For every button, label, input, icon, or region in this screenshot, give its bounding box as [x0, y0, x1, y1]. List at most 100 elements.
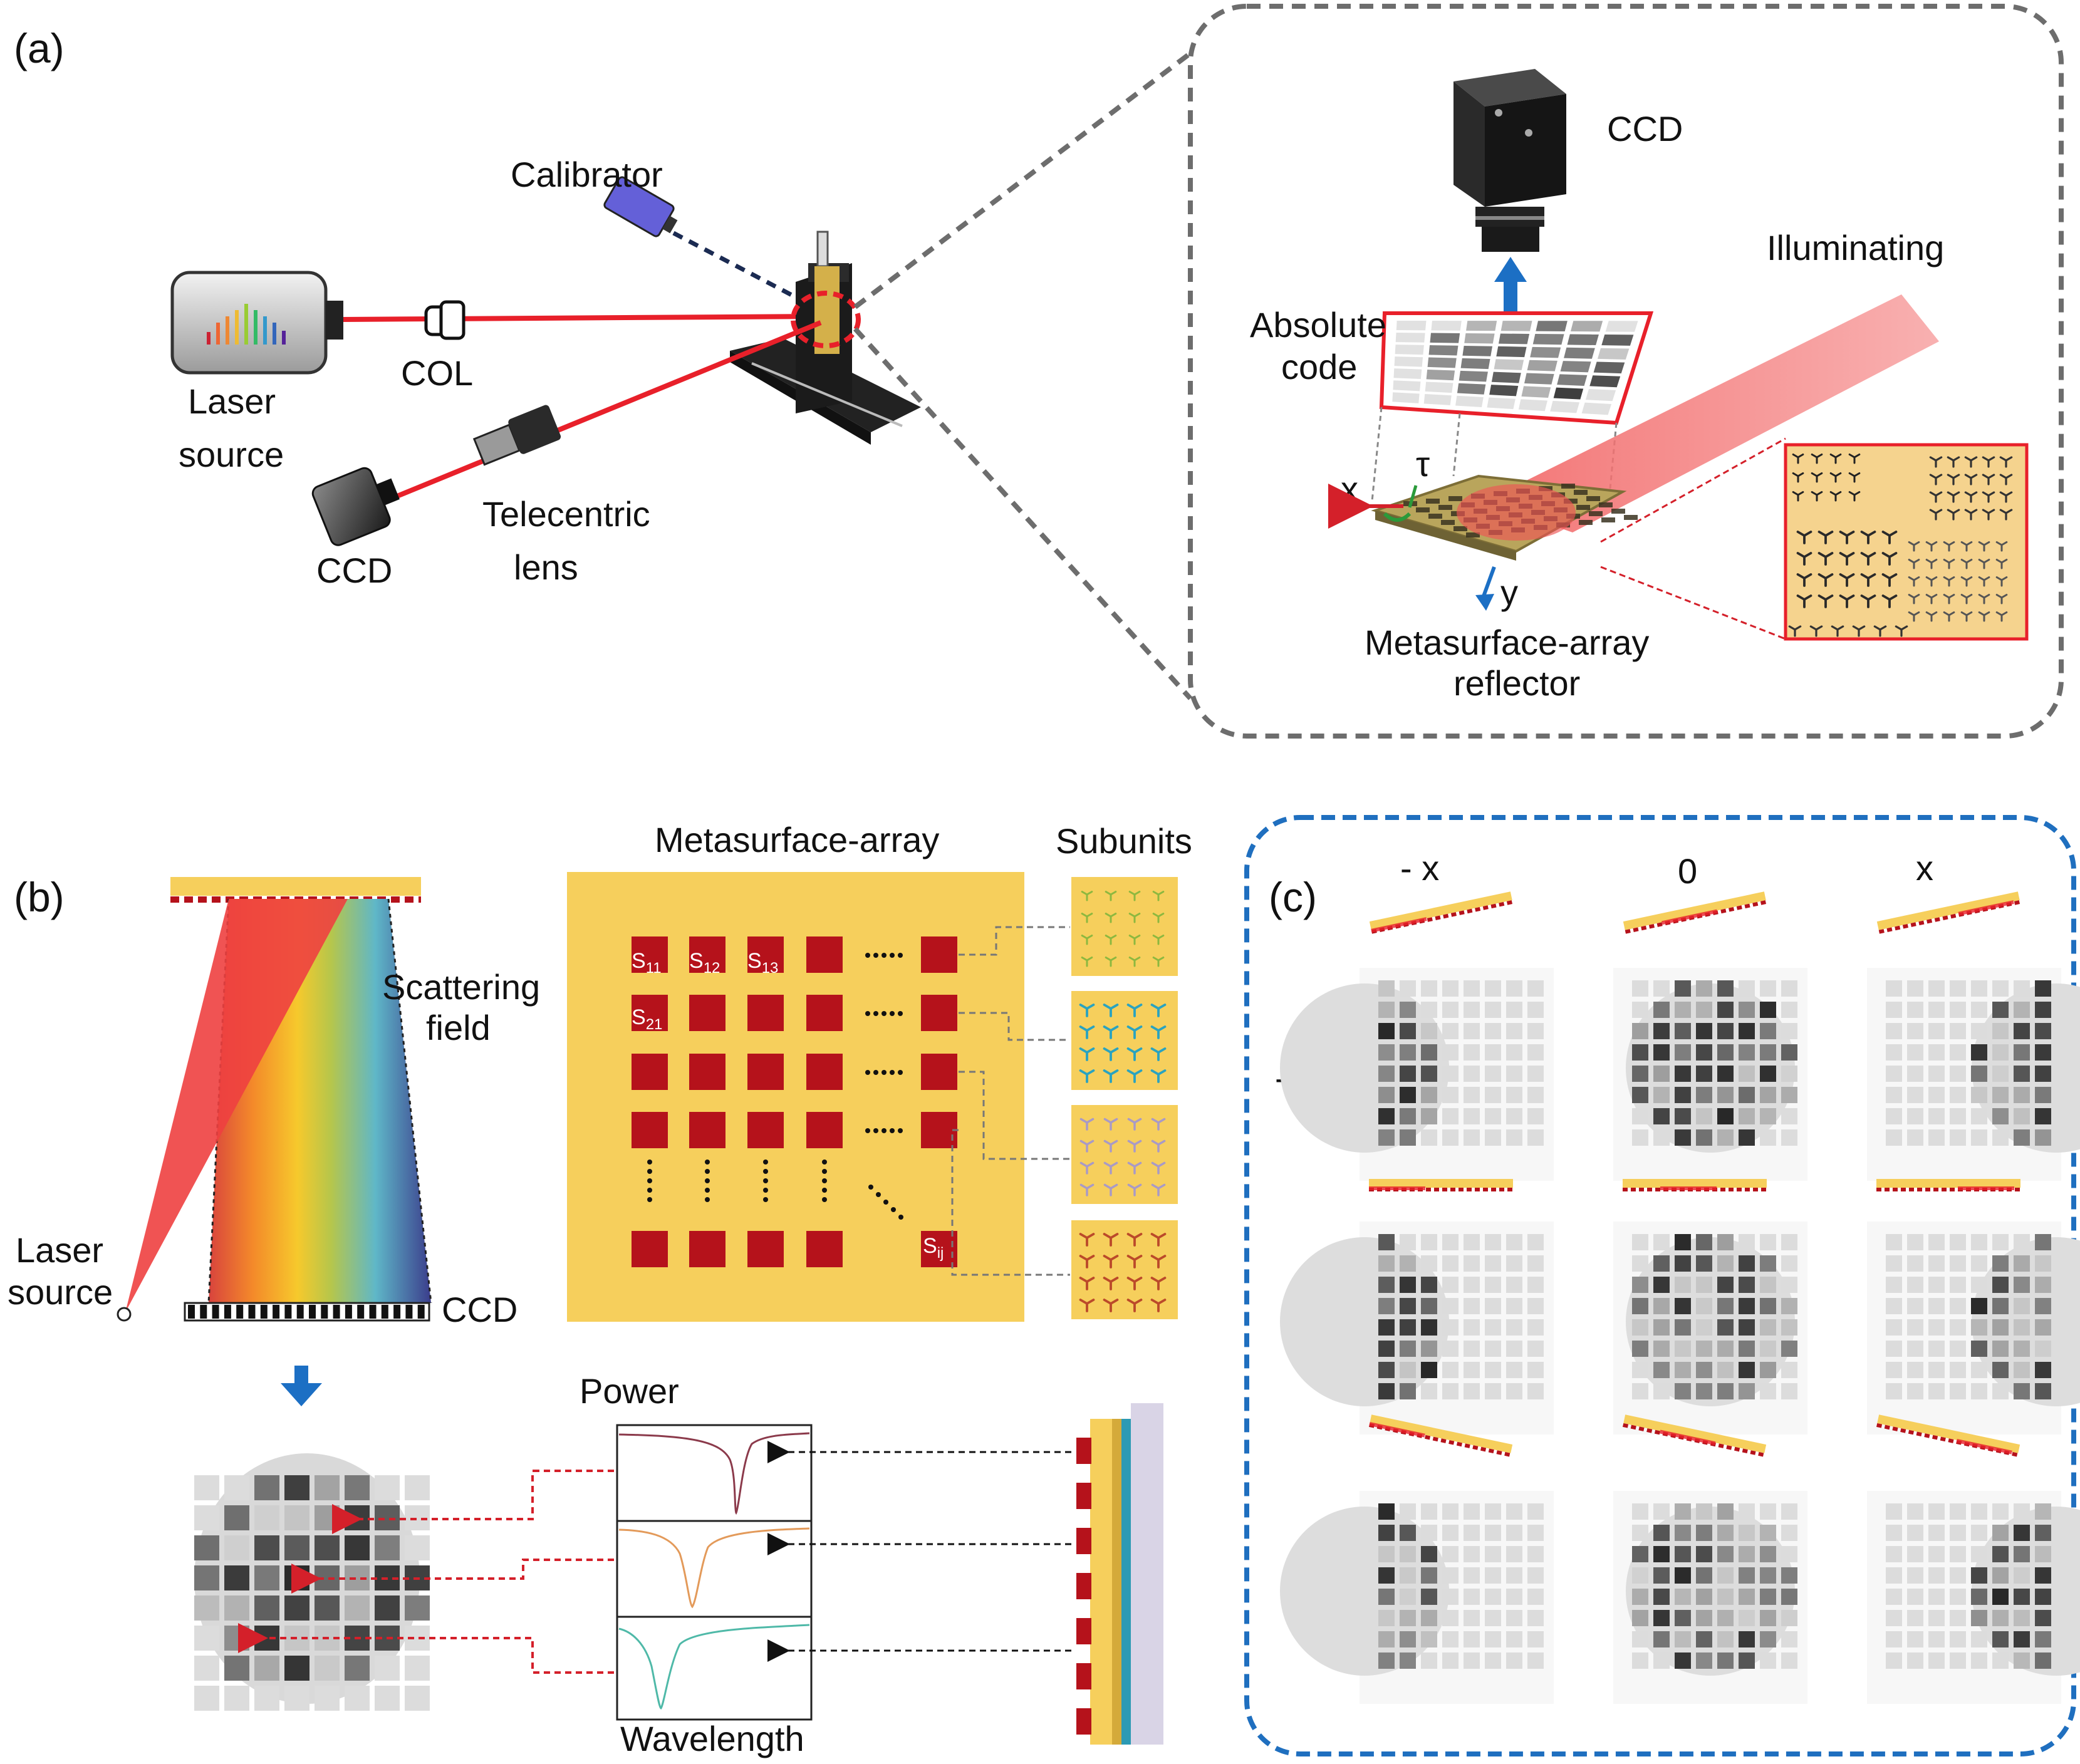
code-image-cell	[1400, 1002, 1416, 1018]
ccd-pixel	[309, 1305, 316, 1319]
code-image-cell	[1442, 1066, 1459, 1082]
code-image-cell	[1632, 1002, 1648, 1018]
subunit-glyph	[1151, 1161, 1166, 1175]
ellipsis-dots	[647, 953, 903, 1220]
code-image-cell	[1760, 1652, 1776, 1669]
reflector-cell	[1561, 484, 1575, 489]
subunit-glyph	[1081, 891, 1093, 901]
code-image-cell	[1928, 1610, 1945, 1626]
code-image-cell	[1971, 1002, 1987, 1018]
code-image-cell	[2035, 1652, 2051, 1669]
code-image-cell	[1506, 1610, 1522, 1626]
subunit-glyph	[1978, 559, 1990, 569]
power-label: Power	[580, 1371, 679, 1411]
detected-code-cell	[194, 1626, 219, 1651]
metasurface-reflector	[1371, 474, 1638, 561]
code-image-cell	[1464, 1567, 1480, 1584]
code-image-cell	[1781, 1023, 1797, 1039]
code-image-cell	[1421, 1108, 1437, 1124]
code-image-cell	[1717, 1277, 1734, 1293]
code-image-cell	[1653, 1525, 1670, 1541]
code-cell	[1593, 361, 1625, 374]
code-image-cell	[1739, 1503, 1755, 1520]
code-image-cell	[1485, 1589, 1501, 1605]
calibrator-beam	[672, 231, 816, 309]
array-cell	[806, 995, 843, 1031]
code-image-cell	[1527, 1589, 1544, 1605]
code-image-cell	[1971, 1567, 1987, 1584]
code-image-cell	[1886, 1234, 1902, 1250]
code-cell	[1494, 359, 1524, 370]
code-image-cell	[1696, 1546, 1712, 1562]
detected-code-cell	[375, 1535, 400, 1560]
subunit-glyph	[1943, 541, 1955, 552]
code-cell	[1460, 358, 1490, 370]
code-cell	[1564, 347, 1595, 359]
ccd-pixel	[417, 1305, 425, 1319]
ellipsis-dot	[868, 1185, 873, 1190]
code-image-cell	[1950, 1129, 1966, 1146]
code-image-cell	[1506, 1383, 1522, 1399]
structure-to-spectra-arrows	[767, 1441, 1071, 1662]
code-image-cell	[1760, 1023, 1776, 1039]
code-image-cell	[1696, 1631, 1712, 1647]
code-image-cell	[1675, 1567, 1691, 1584]
code-image-cell	[1760, 1277, 1776, 1293]
code-image-cell	[1506, 1002, 1522, 1018]
code-image-cell	[1971, 1341, 1987, 1357]
code-image-cell	[1781, 1087, 1797, 1103]
reflector-cell	[1453, 526, 1467, 531]
code-image-cell	[1696, 1255, 1712, 1272]
code-image-cell	[1506, 1362, 1522, 1378]
subunit-glyph	[1081, 913, 1093, 923]
code-image-cell	[1527, 1362, 1544, 1378]
ellipsis-dot	[881, 953, 887, 958]
code-image-cell	[1632, 1066, 1648, 1082]
subunit-link	[951, 1129, 1070, 1276]
code-image-cell	[1400, 1567, 1416, 1584]
code-cell	[1585, 388, 1616, 402]
code-image-cell	[1950, 1044, 1966, 1061]
code-image-cell	[1421, 1002, 1437, 1018]
code-image-cell	[1886, 1362, 1902, 1378]
subunit-glyph	[1103, 1161, 1118, 1175]
code-cell	[1459, 370, 1488, 382]
code-image-cell	[1400, 1066, 1416, 1082]
code-image-cell	[1378, 1087, 1395, 1103]
code-image-cell	[1950, 980, 1966, 997]
code-image-cell	[1527, 1546, 1544, 1562]
ellipsis-dot	[705, 1197, 710, 1202]
tilted-reflector	[1623, 891, 1767, 934]
code-image-cell	[1907, 1319, 1923, 1336]
code-image-cell	[1421, 1255, 1437, 1272]
code-image-cell	[2014, 1087, 2030, 1103]
subunit-glyph	[1960, 594, 1973, 604]
ellipsis-dot	[647, 1197, 652, 1202]
code-image-cell	[1907, 1341, 1923, 1357]
code-image-cell	[1506, 1108, 1522, 1124]
detected-code-image	[185, 1435, 460, 1748]
subunit-glyph	[1995, 541, 2008, 552]
array-cell	[806, 1112, 843, 1148]
code-image-cell	[1506, 1546, 1522, 1562]
code-cell	[1427, 357, 1457, 368]
code-image-cell	[1992, 1610, 2009, 1626]
code-image-cell	[1739, 1044, 1755, 1061]
code-image-cell	[2035, 1610, 2051, 1626]
ellipsis-dot	[898, 1128, 903, 1133]
subunit-glyph	[1126, 1004, 1143, 1017]
code-image-cell	[1950, 1255, 1966, 1272]
code-image-cell	[1950, 1023, 1966, 1039]
ellipsis-dot	[891, 1207, 896, 1212]
subunit-glyph	[1860, 573, 1876, 587]
reflector-spot	[1661, 909, 1718, 925]
code-image-cell	[1928, 1652, 1945, 1669]
detected-code-cell	[315, 1656, 340, 1681]
code-cell	[1518, 399, 1547, 412]
code-image-cell	[1971, 1503, 1987, 1520]
code-image-cell	[1527, 1129, 1544, 1146]
laser-source-device	[170, 271, 343, 375]
zoom-line-top	[853, 51, 1192, 309]
code-cell	[1489, 385, 1519, 397]
code-image-cell	[2014, 1610, 2030, 1626]
